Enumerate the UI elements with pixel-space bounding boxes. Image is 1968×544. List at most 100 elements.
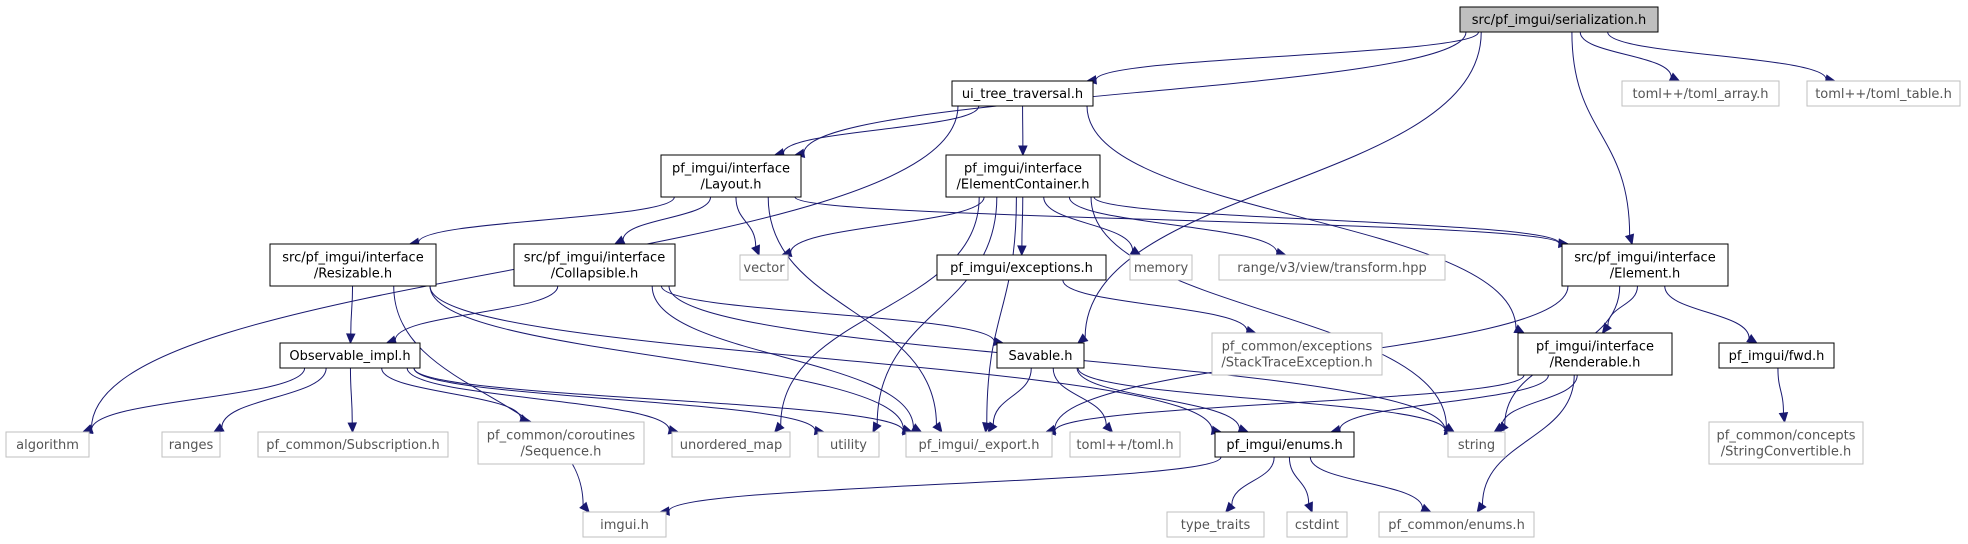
node-pf-imgui-interface-layout-h[interactable]: pf_imgui/interface/Layout.h (660, 154, 802, 198)
edge-arrowhead (1493, 422, 1505, 433)
edge-arrowhead (1476, 501, 1487, 514)
node-label: src/pf_imgui/interface/Element.h (1574, 251, 1715, 282)
edge-line (1021, 196, 1024, 247)
edge-line (986, 196, 1017, 424)
node-pf-imgui-enums-h[interactable]: pf_imgui/enums.h (1214, 431, 1355, 458)
edge-resz-to-obs (346, 285, 356, 345)
node-type-traits: type_traits (1166, 511, 1265, 538)
node-label: cstdint (1295, 518, 1339, 533)
node-algorithm: algorithm (5, 431, 90, 458)
node-label: imgui.h (600, 518, 649, 533)
node-box (671, 431, 791, 458)
edge-econt-to-memory (1043, 196, 1142, 256)
edge-root-to-uitt (1085, 31, 1480, 85)
node-pf-common-subscription-h: pf_common/Subscription.h (257, 431, 449, 458)
edge-enums-to-cstdint (1288, 456, 1313, 514)
node-range-v3-view-transform-hpp: range/v3/view/transform.hpp (1218, 254, 1446, 281)
edge-arrowhead (1102, 421, 1114, 433)
node-label: pf_imgui/enums.h (1226, 438, 1342, 453)
node-box (582, 511, 667, 538)
node-label: src/pf_imgui/serialization.h (1472, 13, 1646, 28)
node-label: src/pf_imgui/interface/Resizable.h (282, 251, 423, 282)
edge-line (1579, 31, 1672, 78)
edge-line (1664, 285, 1750, 339)
edge-line (782, 105, 980, 154)
edge-line (1093, 196, 1560, 244)
edge-root-to-tarr (1579, 31, 1681, 82)
edge-arrowhead (1601, 322, 1612, 334)
node-box (1378, 511, 1535, 538)
edge-root-to-ttab (1607, 31, 1837, 84)
edge-econt-to-string (1090, 196, 1456, 433)
node-src-pf-imgui-serialization-h[interactable]: src/pf_imgui/serialization.h (1459, 6, 1659, 33)
node-src-pf-imgui-interface-collapsible-h[interactable]: src/pf_imgui/interface/Collapsible.h (513, 243, 676, 287)
edge-arrowhead (1778, 411, 1789, 424)
edge-line (349, 367, 353, 424)
node-pf-imgui-interface-renderable-h[interactable]: pf_imgui/interface/Renderable.h (1517, 332, 1673, 376)
edge-line (91, 367, 306, 430)
node-savable-h[interactable]: Savable.h (996, 342, 1085, 369)
node-box (513, 243, 676, 287)
edge-line (735, 196, 757, 247)
node-label: src/pf_imgui/interface/Collapsible.h (524, 251, 665, 282)
node-pf-common-exceptions-stacktraceexception-h: pf_common/exceptions/StackTraceException… (1211, 332, 1383, 376)
node-pf-imgui-fwd-h[interactable]: pf_imgui/fwd.h (1718, 342, 1835, 369)
node-label: Observable_impl.h (289, 349, 410, 364)
node-box (1129, 254, 1193, 281)
node-memory: memory (1129, 254, 1193, 281)
node-box (1459, 6, 1659, 33)
edge-line (413, 367, 816, 431)
node-src-pf-imgui-interface-element-h[interactable]: src/pf_imgui/interface/Element.h (1561, 243, 1729, 287)
node-label: toml++/toml.h (1076, 438, 1173, 453)
node-box (936, 254, 1107, 281)
edge-rend-to-pfenums (1476, 374, 1575, 514)
edge-arrowhead (872, 421, 882, 434)
edge-line (992, 367, 1032, 425)
edge-line (660, 285, 995, 342)
edge-line (381, 367, 522, 420)
node-label: pf_imgui/interface/ElementContainer.h (957, 162, 1090, 193)
edge-arrowhead (1746, 333, 1758, 344)
edge-savable-to-string (1077, 367, 1456, 436)
edge-line (418, 196, 675, 243)
node-box (257, 431, 449, 458)
node-box (905, 431, 1053, 458)
edge-line (429, 285, 1213, 431)
node-label: unordered_map (680, 438, 783, 453)
edge-line (1090, 196, 1447, 428)
edge-arrowhead (346, 333, 356, 345)
node-pf-imgui-interface-elementcontainer-h[interactable]: pf_imgui/interface/ElementContainer.h (945, 154, 1101, 198)
edge-root-to-elem (1571, 31, 1635, 246)
node-src-pf-imgui-interface-resizable-h[interactable]: src/pf_imgui/interface/Resizable.h (269, 243, 437, 287)
edge-coll-to-export (651, 285, 923, 433)
edge-root-to-savable (1077, 31, 1482, 344)
node-box (279, 342, 421, 369)
node-label: pf_imgui/interface/Renderable.h (1536, 340, 1654, 371)
node-ui-tree-traversal-h[interactable]: ui_tree_traversal.h (951, 80, 1094, 107)
edge-line (1084, 31, 1482, 338)
edge-elem-to-fwd (1664, 285, 1758, 344)
node-pf-imgui-exceptions-h[interactable]: pf_imgui/exceptions.h (936, 254, 1107, 281)
node-observable-impl-h[interactable]: Observable_impl.h (279, 342, 421, 369)
edge-enums-to-imgui (658, 456, 1222, 516)
node-label: memory (1134, 261, 1189, 276)
edge-obs-to-algorithm (81, 367, 306, 434)
node-label: pf_common/enums.h (1388, 518, 1525, 533)
node-box (660, 154, 802, 198)
node-label: toml++/toml_table.h (1815, 87, 1952, 102)
edge-line (429, 285, 904, 430)
edge-arrowhead (987, 421, 998, 434)
edge-econt-to-umap (773, 196, 980, 433)
edge-enums-to-ttraits (1225, 456, 1275, 513)
edge-arrowhead (347, 422, 358, 434)
edge-fwd-to-strconv (1777, 367, 1789, 424)
edge-layout-to-resz (408, 196, 675, 248)
edge-line (350, 285, 354, 335)
node-label: type_traits (1181, 518, 1251, 533)
node-label: pf_common/exceptions/StackTraceException… (1221, 340, 1372, 371)
node-box (5, 431, 90, 458)
node-ranges: ranges (161, 431, 221, 458)
node-label: Savable.h (1008, 349, 1072, 364)
edge-line (668, 456, 1222, 512)
